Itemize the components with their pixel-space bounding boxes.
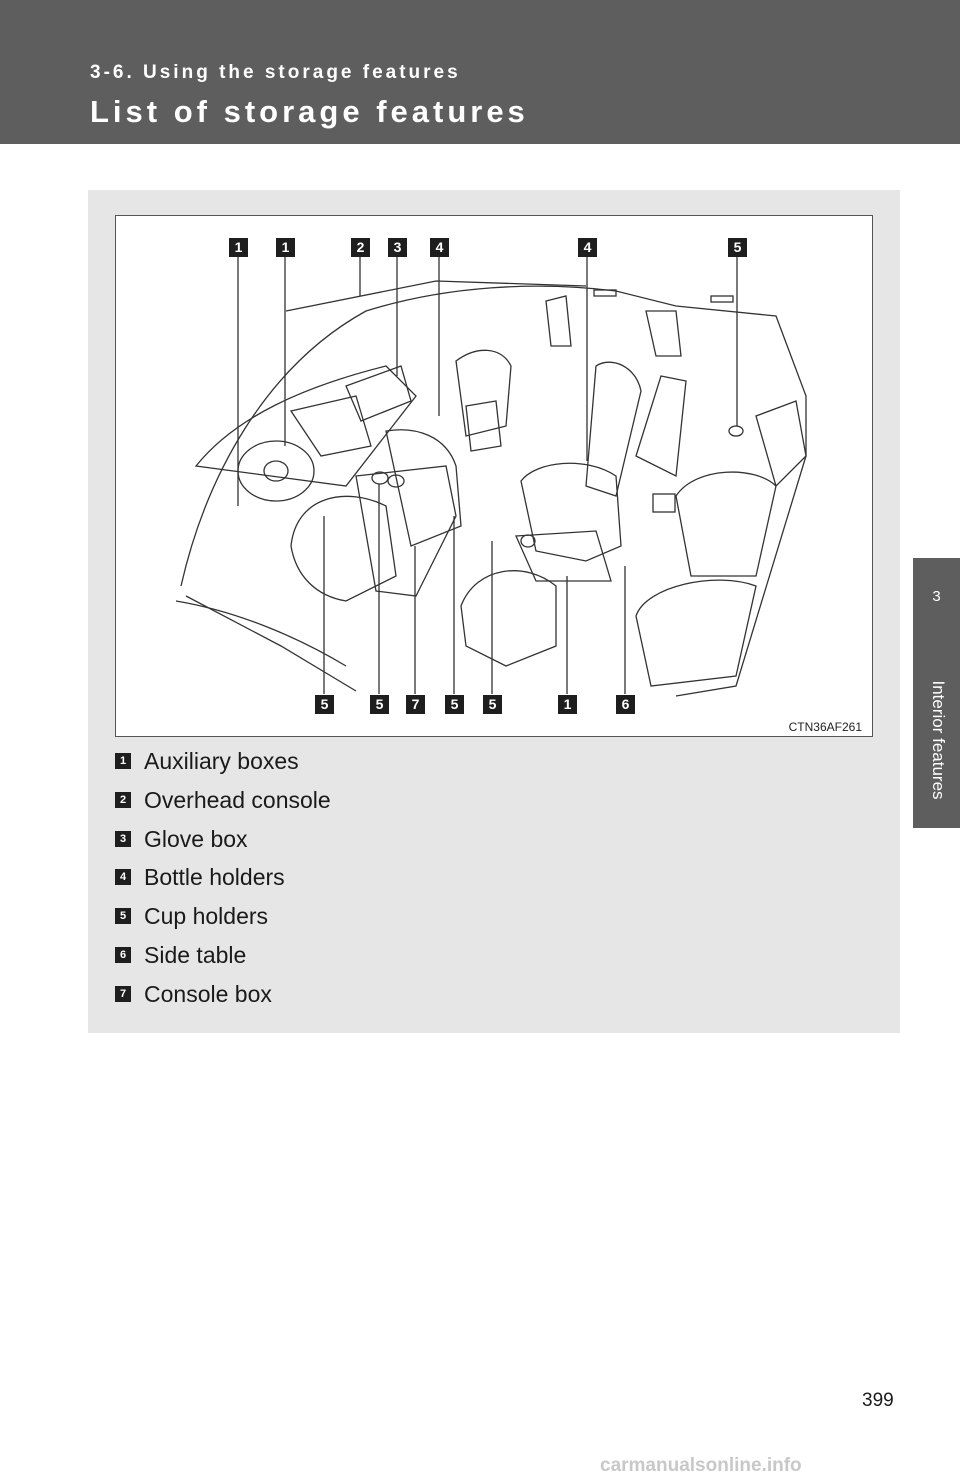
- legend-label: Cup holders: [144, 903, 269, 929]
- callout-top-1: 1: [229, 238, 248, 257]
- legend-number: 2: [115, 792, 131, 808]
- callout-bottom-2: 5: [370, 695, 389, 714]
- legend-number: 6: [115, 947, 131, 963]
- page-title: List of storage features: [90, 94, 529, 129]
- callout-top-3: 2: [351, 238, 370, 257]
- callout-top-5: 4: [430, 238, 449, 257]
- callout-top-7: 5: [728, 238, 747, 257]
- legend-label: Bottle holders: [144, 864, 285, 890]
- callout-bottom-6: 1: [558, 695, 577, 714]
- legend-number: 1: [115, 753, 131, 769]
- legend-label: Overhead console: [144, 787, 331, 813]
- legend-label: Auxiliary boxes: [144, 748, 299, 774]
- callout-bottom-4: 5: [445, 695, 464, 714]
- legend-number: 5: [115, 908, 131, 924]
- callout-top-2: 1: [276, 238, 295, 257]
- section-heading: 3-6. Using the storage features: [90, 62, 461, 83]
- page-number: 399: [862, 1390, 894, 1411]
- legend-number: 7: [115, 986, 131, 1002]
- interior-illustration: [175, 256, 807, 697]
- callout-bottom-7: 6: [616, 695, 635, 714]
- chapter-number: 3: [932, 588, 941, 605]
- callout-bottom-1: 5: [315, 695, 334, 714]
- footer-watermark[interactable]: carmanualsonline.info: [600, 1455, 802, 1476]
- callout-top-6: 4: [578, 238, 597, 257]
- chapter-tab: 3: [913, 558, 960, 828]
- legend-label: Side table: [144, 942, 247, 968]
- page-header: 3-6. Using the storage features List of …: [0, 0, 960, 144]
- legend-label: Console box: [144, 981, 272, 1007]
- vehicle-interior-diagram: 1 1 2 3 4 4 5 5 5 7 5 5 1 6 CTN36AF261: [115, 215, 873, 737]
- chapter-label: Interior features: [929, 680, 948, 800]
- callout-top-4: 3: [388, 238, 407, 257]
- legend-number: 4: [115, 869, 131, 885]
- legend-number: 3: [115, 831, 131, 847]
- legend-label: Glove box: [144, 826, 248, 852]
- figure-code: CTN36AF261: [788, 720, 862, 734]
- callout-bottom-5: 5: [483, 695, 502, 714]
- callout-bottom-3: 7: [406, 695, 425, 714]
